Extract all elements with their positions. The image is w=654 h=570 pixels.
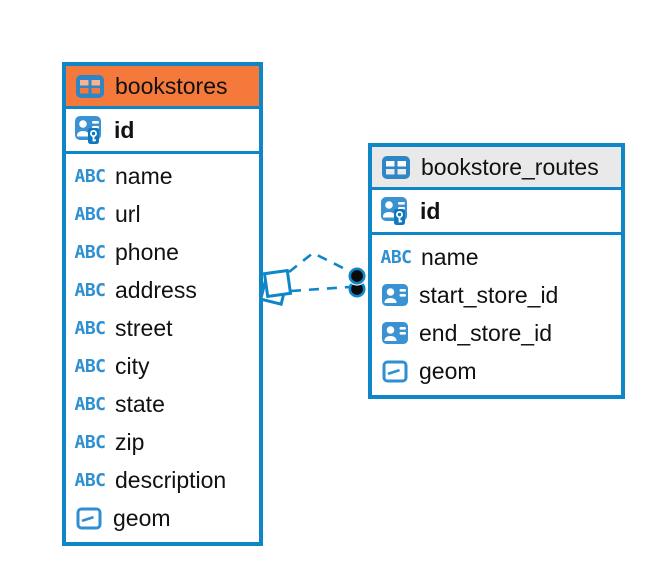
field-label-id: id	[420, 197, 441, 224]
table-icon	[73, 74, 107, 99]
field-row-url[interactable]: ABC url	[66, 195, 259, 233]
field-row-start-store-id[interactable]: start_store_id	[372, 276, 621, 314]
text-type-icon: ABC	[74, 393, 106, 415]
field-row-phone[interactable]: ABC phone	[66, 233, 259, 271]
text-type-icon: ABC	[74, 469, 106, 491]
field-label: zip	[115, 428, 145, 455]
field-label: start_store_id	[419, 281, 559, 308]
table-title: bookstore_routes	[421, 154, 599, 180]
text-type-icon: ABC	[74, 317, 106, 339]
field-row-id[interactable]: id	[372, 190, 621, 235]
relationship-source-marker[interactable]	[258, 268, 293, 307]
geometry-type-icon	[72, 507, 106, 530]
field-label: name	[421, 243, 479, 270]
field-label: geom	[419, 357, 477, 384]
field-label-id: id	[114, 116, 135, 143]
field-label: street	[115, 314, 173, 341]
field-label: name	[115, 162, 173, 189]
table-header-bookstores[interactable]: bookstores	[66, 66, 259, 109]
relationship-target-marker[interactable]	[347, 266, 367, 298]
text-type-icon: ABC	[380, 246, 412, 268]
field-row-id[interactable]: id	[66, 109, 259, 154]
field-label: state	[115, 390, 165, 417]
field-row-name[interactable]: ABC name	[372, 238, 621, 276]
field-label: description	[115, 466, 227, 493]
text-type-icon: ABC	[74, 241, 106, 263]
geometry-type-icon	[378, 360, 412, 383]
text-type-icon: ABC	[74, 203, 106, 225]
field-list: ABC name ABC url ABC phone ABC address A…	[66, 154, 259, 542]
text-type-icon: ABC	[74, 279, 106, 301]
field-row-city[interactable]: ABC city	[66, 347, 259, 385]
field-row-name[interactable]: ABC name	[66, 157, 259, 195]
field-label: url	[115, 200, 141, 227]
primary-key-icon	[378, 196, 412, 226]
field-list: ABC name start_store_id	[372, 235, 621, 395]
field-label: city	[115, 352, 150, 379]
fk-link-line[interactable]	[288, 251, 352, 274]
field-row-geom[interactable]: geom	[372, 352, 621, 390]
field-row-street[interactable]: ABC street	[66, 309, 259, 347]
table-header-bookstore-routes[interactable]: bookstore_routes	[372, 147, 621, 190]
field-label: phone	[115, 238, 179, 265]
text-type-icon: ABC	[74, 355, 106, 377]
text-type-icon: ABC	[74, 431, 106, 453]
table-title: bookstores	[115, 73, 228, 99]
field-row-geom[interactable]: geom	[66, 499, 259, 537]
field-row-zip[interactable]: ABC zip	[66, 423, 259, 461]
reference-type-icon	[378, 283, 412, 307]
reference-type-icon	[378, 321, 412, 345]
field-label: address	[115, 276, 197, 303]
table-icon	[379, 155, 413, 180]
primary-key-icon	[72, 115, 106, 145]
table-bookstore-routes[interactable]: bookstore_routes id ABC	[368, 143, 625, 399]
field-row-end-store-id[interactable]: end_store_id	[372, 314, 621, 352]
table-bookstores[interactable]: bookstores id ABC	[62, 62, 263, 546]
fk-link-line[interactable]	[290, 285, 350, 293]
field-row-state[interactable]: ABC state	[66, 385, 259, 423]
field-label: geom	[113, 504, 171, 531]
field-label: end_store_id	[419, 319, 552, 346]
field-row-description[interactable]: ABC description	[66, 461, 259, 499]
field-row-address[interactable]: ABC address	[66, 271, 259, 309]
text-type-icon: ABC	[74, 165, 106, 187]
